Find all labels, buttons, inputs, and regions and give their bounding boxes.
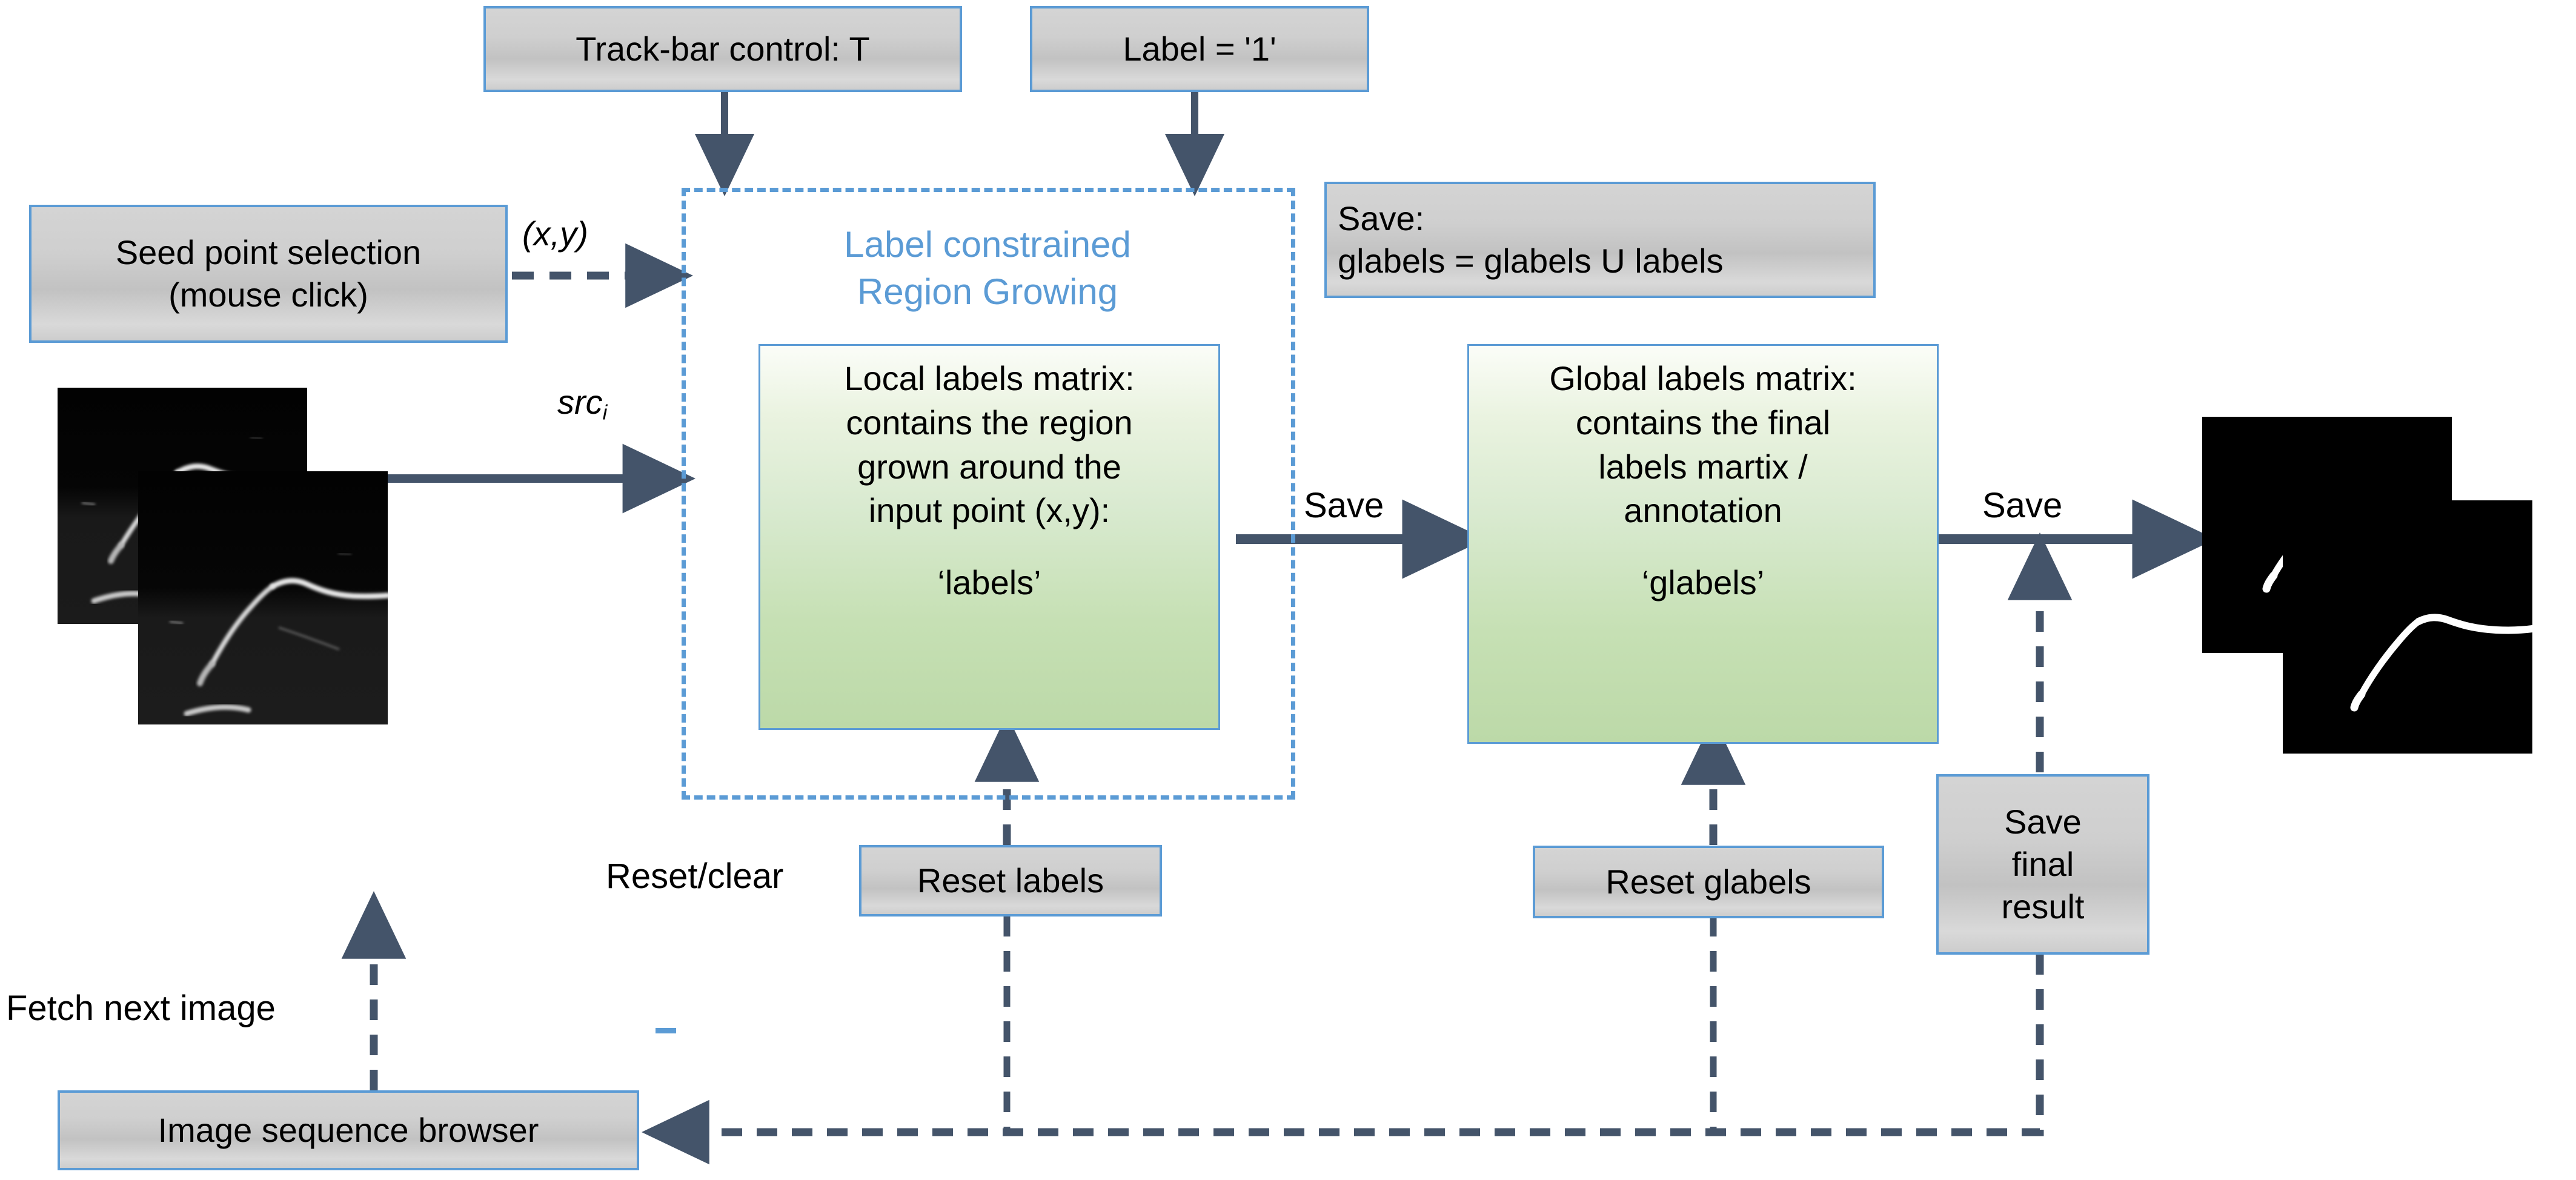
reset-glabels-button[interactable]: Reset glabels bbox=[1533, 846, 1884, 918]
edge-label-save-1: Save bbox=[1304, 486, 1384, 525]
local-labels-line-3: grown around the bbox=[857, 447, 1121, 486]
local-labels-line-2: contains the region bbox=[846, 403, 1133, 442]
save-final-result-label: Save final result bbox=[1939, 801, 2147, 928]
group-title-line2: Region Growing bbox=[857, 271, 1118, 312]
label-value-box[interactable]: Label = '1' bbox=[1030, 6, 1369, 92]
global-labels-variable-name: ‘glabels’ bbox=[1641, 563, 1765, 602]
trackbar-control-box[interactable]: Track-bar control: T bbox=[483, 6, 962, 92]
output-mask-frame-front bbox=[2283, 500, 2532, 754]
local-labels-line-1: Local labels matrix: bbox=[844, 359, 1135, 397]
seed-point-selection-label: Seed point selection (mouse click) bbox=[32, 231, 505, 316]
local-labels-variable-name: ‘labels’ bbox=[937, 563, 1041, 602]
group-title: Label constrained Region Growing bbox=[712, 221, 1263, 316]
edge-label-src-subscript: i bbox=[602, 401, 608, 425]
trackbar-control-label: Track-bar control: T bbox=[576, 30, 870, 68]
save-union-label: Save: glabels = glabels U labels bbox=[1327, 197, 1873, 282]
save-final-line-3: result bbox=[2001, 887, 2085, 926]
seed-point-selection-box[interactable]: Seed point selection (mouse click) bbox=[29, 205, 508, 343]
save-union-line-1: Save: bbox=[1338, 199, 1425, 237]
edge-label-xy: (x,y) bbox=[522, 214, 588, 253]
output-mask-front-graphic bbox=[2283, 500, 2532, 754]
label-value-label: Label = '1' bbox=[1123, 30, 1276, 68]
edge-label-src-i: srci bbox=[557, 382, 607, 426]
image-sequence-browser-button[interactable]: Image sequence browser bbox=[58, 1090, 639, 1170]
local-labels-matrix-box[interactable]: Local labels matrix: contains the region… bbox=[759, 344, 1220, 730]
save-union-box[interactable]: Save: glabels = glabels U labels bbox=[1324, 182, 1876, 298]
save-final-line-1: Save bbox=[2004, 803, 2082, 841]
global-labels-line-1: Global labels matrix: bbox=[1549, 359, 1857, 397]
reset-labels-button[interactable]: Reset labels bbox=[859, 845, 1162, 916]
edge-label-reset-clear: Reset/clear bbox=[606, 857, 784, 896]
label-constrained-region-growing-group bbox=[682, 188, 1295, 800]
local-labels-line-4: input point (x,y): bbox=[868, 491, 1110, 530]
input-frame-front-graphic bbox=[138, 471, 388, 724]
global-labels-line-2: contains the final bbox=[1575, 403, 1831, 442]
stray-dash-artifact bbox=[656, 1028, 676, 1033]
input-image-frame-front bbox=[138, 471, 388, 724]
global-labels-line-3: labels martix / bbox=[1598, 447, 1808, 486]
image-sequence-browser-label: Image sequence browser bbox=[158, 1111, 539, 1149]
global-labels-matrix-box[interactable]: Global labels matrix: contains the final… bbox=[1467, 344, 1939, 744]
save-final-line-2: final bbox=[2011, 845, 2074, 883]
group-title-line1: Label constrained bbox=[844, 224, 1131, 265]
edge-label-src-base: src bbox=[557, 383, 603, 421]
local-labels-description: Local labels matrix: contains the region… bbox=[747, 346, 1232, 533]
save-final-result-button[interactable]: Save final result bbox=[1936, 774, 2149, 955]
reset-glabels-label: Reset glabels bbox=[1605, 863, 1811, 901]
edge-label-fetch-next-image: Fetch next image bbox=[6, 989, 276, 1028]
seed-point-line-2: (mouse click) bbox=[168, 276, 368, 314]
edge-label-save-2: Save bbox=[1982, 486, 2063, 525]
save-union-line-2: glabels = glabels U labels bbox=[1338, 242, 1724, 280]
global-labels-description: Global labels matrix: contains the final… bbox=[1456, 346, 1950, 533]
global-labels-line-4: annotation bbox=[1624, 491, 1782, 530]
seed-point-line-1: Seed point selection bbox=[115, 233, 422, 271]
arrow-return-bus bbox=[641, 954, 2044, 1165]
reset-labels-label: Reset labels bbox=[917, 861, 1104, 900]
